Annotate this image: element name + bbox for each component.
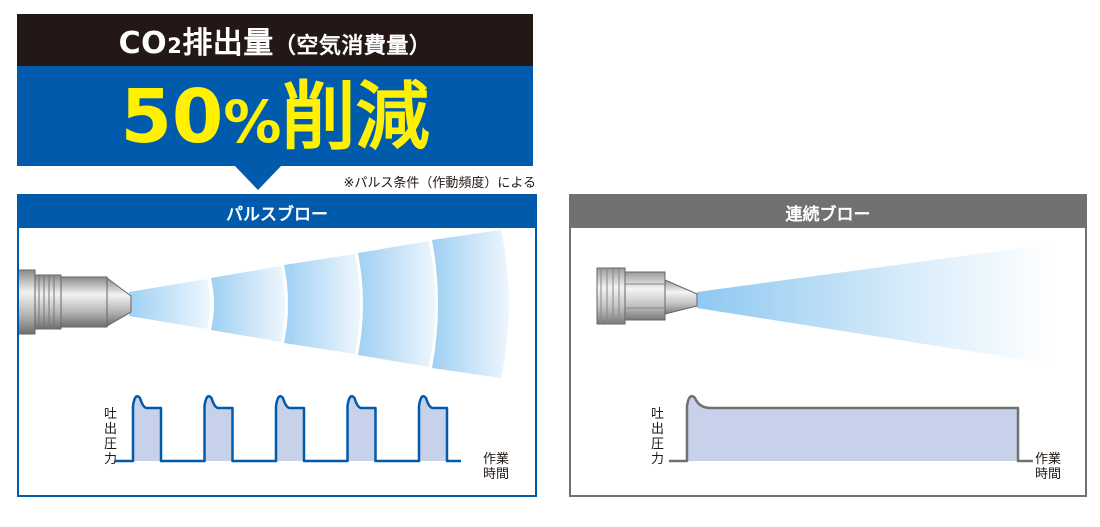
banner-title: CO2排出量（空気消費量） (119, 18, 432, 62)
headline-number: 50 (120, 74, 224, 160)
pulse-x-label-2: 時間 (483, 467, 509, 482)
spray-pulse-3 (284, 254, 360, 354)
headline: 50%削減 (17, 74, 533, 165)
pulse-blow-panel: パルスブロー (17, 194, 537, 497)
pulse-blow-title: パルスブロー (19, 196, 535, 228)
footnote: ※パルス条件（作動頻度）による (343, 176, 536, 191)
spray-pulse-1 (129, 279, 210, 329)
pulse-nozzle-icon (19, 269, 132, 335)
cont-x-label-2: 時間 (1035, 467, 1061, 482)
cont-y-label-3: 圧 (651, 437, 664, 452)
spray-pulse-4 (358, 241, 435, 367)
banner-pointer-arrow (235, 166, 281, 190)
cont-x-label-1: 作業 (1035, 451, 1061, 467)
title-rest: 排出量 (182, 26, 274, 61)
continuous-pressure-line (669, 395, 1033, 463)
pulse-y-label-1: 吐 (104, 407, 117, 422)
spray-pulse-5 (432, 230, 509, 378)
headline-word: 削減 (281, 74, 430, 160)
pulse-blow-illustration: 吐 出 圧 力 作業 時間 (19, 230, 509, 482)
pulse-y-label-3: 圧 (104, 437, 117, 452)
headline-percent: % (223, 88, 282, 156)
spray-pulse-2 (211, 266, 285, 342)
headline-banner (17, 66, 533, 166)
title-paren: （空気消費量） (273, 34, 432, 59)
continuous-blow-panel: 連続ブロー 吐 出 (569, 194, 1087, 497)
pulse-pressure-fill (133, 396, 447, 461)
continuous-nozzle-icon (596, 267, 698, 325)
pulse-pressure-line (115, 395, 461, 463)
cont-y-label-2: 出 (651, 422, 664, 437)
title-subscript: 2 (167, 34, 183, 58)
continuous-spray (697, 244, 1051, 364)
pulse-y-label-4: 力 (104, 452, 117, 467)
pulse-spray-segments (129, 230, 509, 378)
banner-title-bar: CO2排出量（空気消費量） (17, 14, 533, 66)
pulse-x-label-1: 作業 (483, 451, 509, 467)
cont-y-label-1: 吐 (651, 407, 664, 422)
pulse-y-label-2: 出 (104, 422, 117, 437)
title-co: CO (118, 26, 168, 61)
continuous-pressure-fill (687, 396, 1018, 461)
cont-y-label-4: 力 (651, 452, 664, 467)
continuous-blow-title: 連続ブロー (571, 196, 1085, 228)
continuous-blow-illustration: 吐 出 圧 力 作業 時間 (596, 244, 1061, 482)
